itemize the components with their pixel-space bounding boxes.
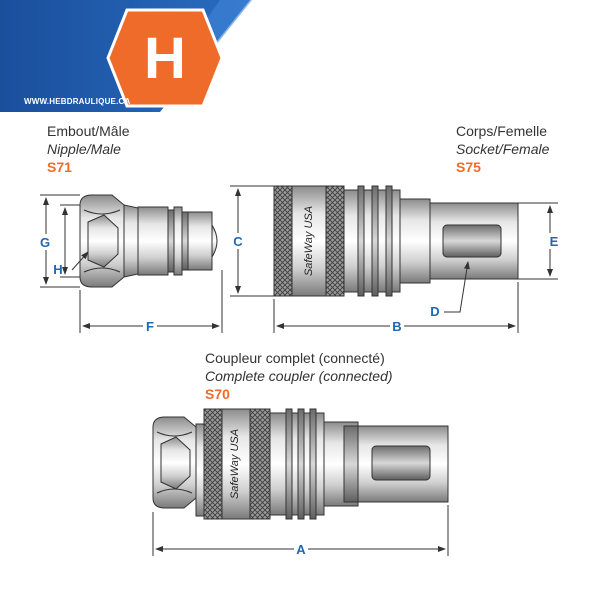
male-nipple xyxy=(79,194,218,288)
complete-title-fr: Coupleur complet (connecté) xyxy=(205,350,385,366)
socket-code: S75 xyxy=(456,159,481,175)
dim-label-h: H xyxy=(53,262,62,277)
dim-label-f: F xyxy=(146,319,154,334)
male-caption: Embout/Mâle Nipple/Male S71 xyxy=(47,122,129,176)
website-url[interactable]: WWW.HEBDRAULIQUE.CA xyxy=(24,97,131,106)
socket-caption: Corps/Femelle Socket/Female S75 xyxy=(456,122,549,176)
male-title-fr: Embout/Mâle xyxy=(47,123,130,139)
dim-label-e: E xyxy=(550,234,559,249)
male-title-en: Nipple/Male xyxy=(47,141,121,157)
logo-letter: H xyxy=(144,26,186,91)
complete-title-en: Complete coupler (connected) xyxy=(205,368,393,384)
male-code: S71 xyxy=(47,159,72,175)
logo-icon: H xyxy=(106,8,224,108)
header-banner: H xyxy=(0,0,252,112)
complete-coupler xyxy=(152,408,449,520)
dim-label-g: G xyxy=(40,235,50,250)
complete-caption: Coupleur complet (connecté) Complete cou… xyxy=(205,349,393,403)
dim-label-d: D xyxy=(430,304,439,319)
complete-brand-marking: SafeWay USA xyxy=(229,429,241,499)
socket-title-fr: Corps/Femelle xyxy=(456,123,548,139)
socket-brand-marking: SafeWay USA xyxy=(303,206,315,276)
dim-label-b: B xyxy=(392,319,401,334)
dim-label-a: A xyxy=(296,542,306,557)
socket-title-en: Socket/Female xyxy=(456,141,550,157)
female-socket xyxy=(273,185,519,297)
complete-code: S70 xyxy=(205,386,230,402)
dim-label-c: C xyxy=(233,234,243,249)
